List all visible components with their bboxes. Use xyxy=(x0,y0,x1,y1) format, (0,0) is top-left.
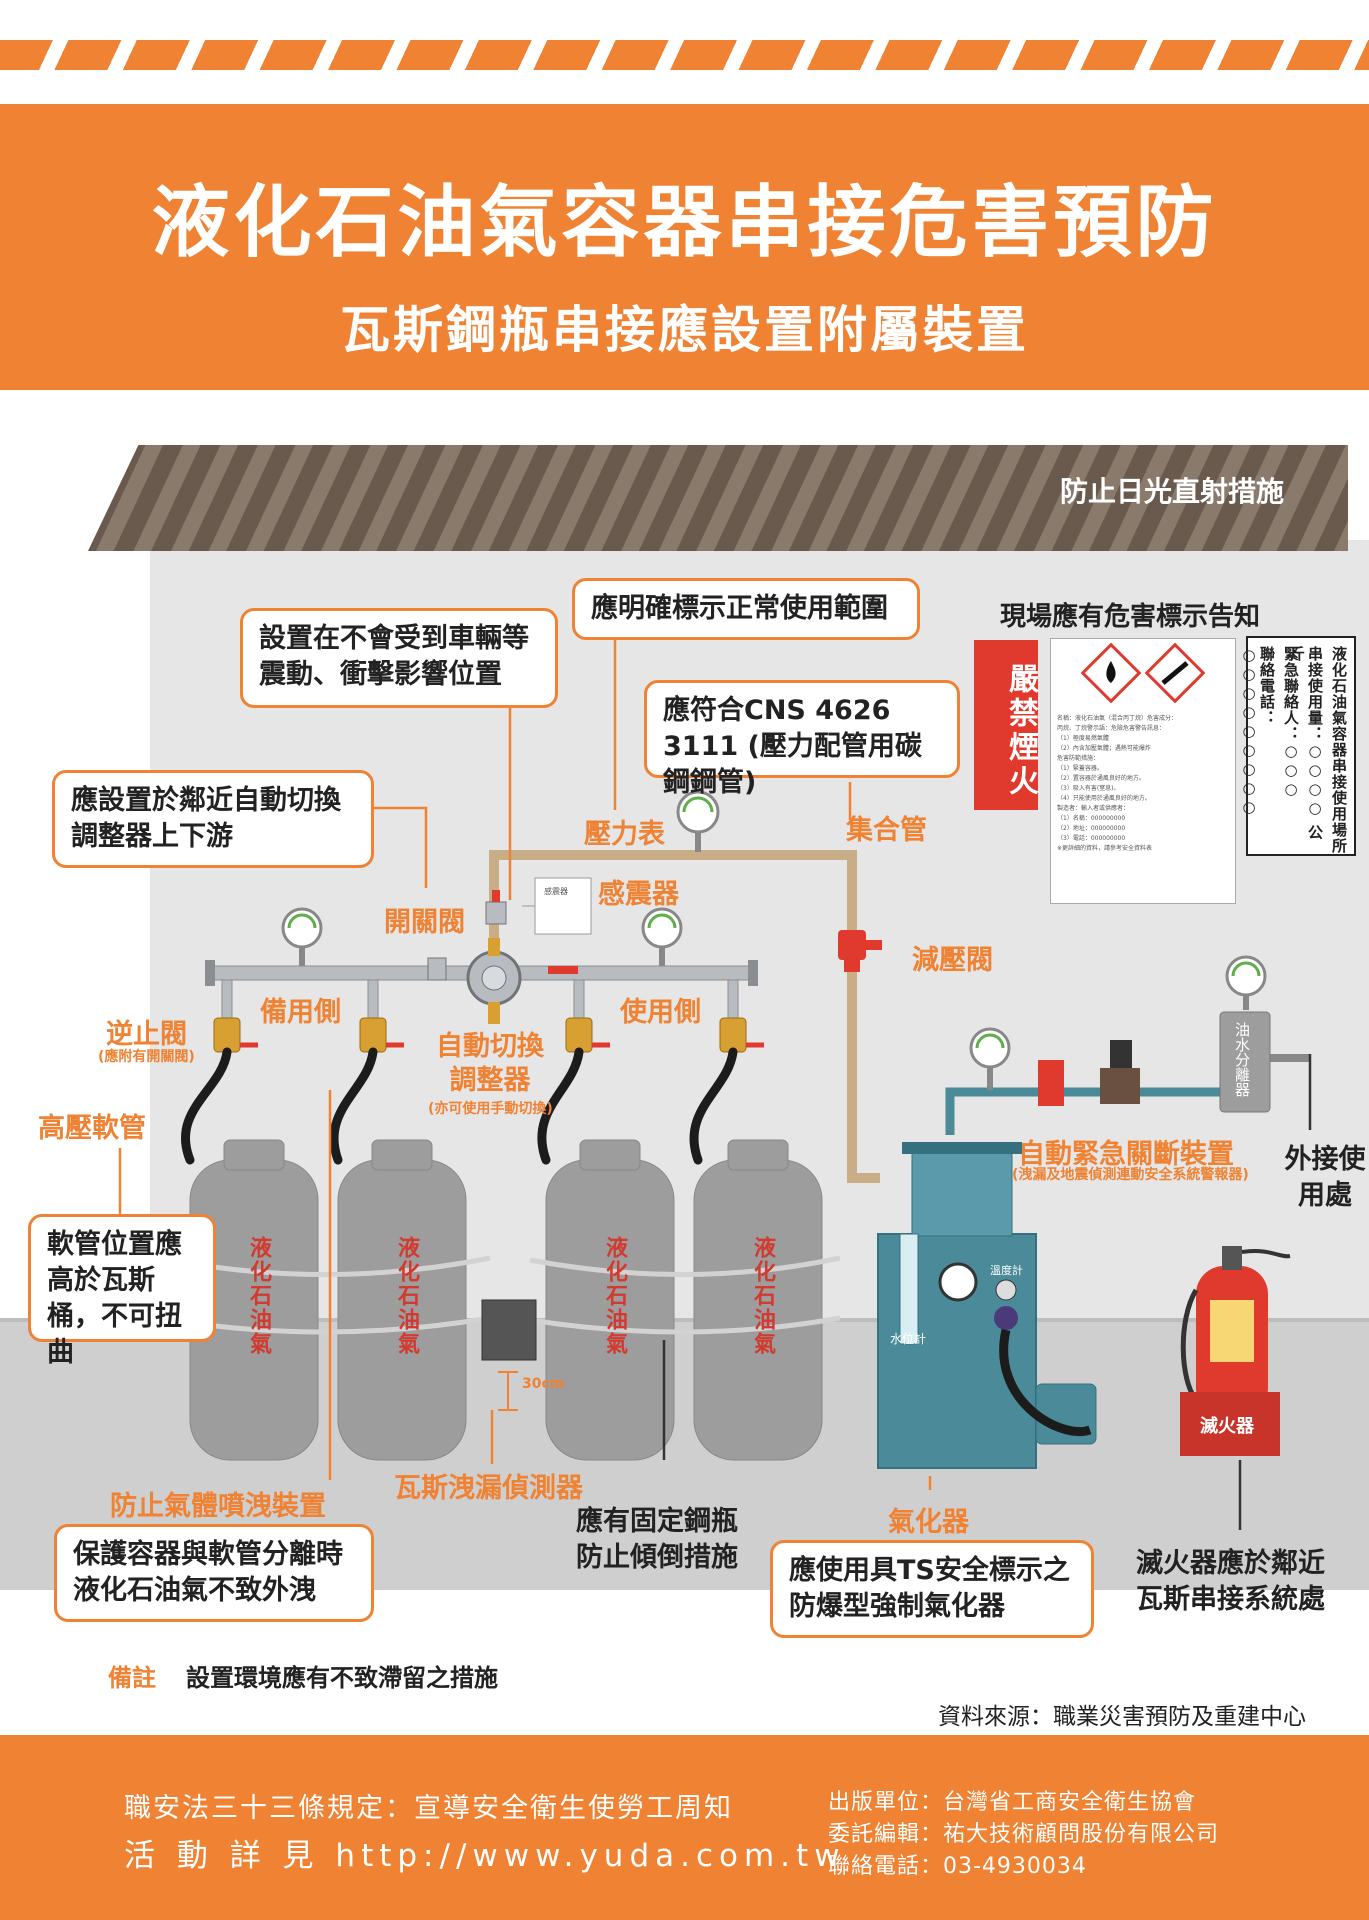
seismic-label: 感震器 xyxy=(598,879,679,910)
page-subtitle: 瓦斯鋼瓶串接應設置附屬裝置 xyxy=(340,301,1029,359)
check-valve-note: (應附有開關閥) xyxy=(98,1049,195,1065)
data-source: 資料來源：職業災害預防及重建中心 xyxy=(938,1704,1306,1730)
hazard-label-sheet: 名稱：液化石油氣（混合丙丁烷）危害成分： 丙烷、丁烷警示語：危險危害警告訊息： … xyxy=(1050,638,1236,904)
reducing-valve-label: 減壓閥 xyxy=(912,945,993,976)
auto-shutoff-label: 自動緊急關斷裝置 xyxy=(1018,1139,1234,1170)
vaporizer xyxy=(877,1142,1097,1469)
auto-shutoff-device xyxy=(1038,1040,1140,1106)
backup-side-label: 備用側 xyxy=(260,997,341,1028)
extinguisher-label: 滅火器 xyxy=(1200,1416,1254,1437)
footer-line-1: 職安法三十三條規定：宣導安全衛生使勞工周知 xyxy=(124,1793,733,1824)
outlet-pipe xyxy=(945,1087,1228,1135)
switch-valve xyxy=(485,901,507,925)
footer-bar xyxy=(0,1735,1369,1920)
placard-col-2: 串接使用量：○○○○ 公斤 xyxy=(1288,646,1324,841)
oil-water-label: 油水分離器 xyxy=(1233,1022,1251,1097)
sunshade-roof xyxy=(88,445,1348,551)
vaporizer-label: 氣化器 xyxy=(888,1507,969,1538)
cylinder-label-1: 液化石油氣 xyxy=(246,1236,271,1356)
footer-publisher: 出版單位：台灣省工商安全衛生協會 xyxy=(828,1790,1197,1815)
leak-detector xyxy=(481,1299,537,1361)
vaporizer-requirement-box: 應使用具TS安全標示之防爆型強制氣化器 xyxy=(770,1540,1094,1638)
cylinder-label-2: 液化石油氣 xyxy=(394,1236,419,1356)
footer-line-2: 活 動 詳 見 http://www.yuda.com.tw xyxy=(124,1838,846,1874)
usage-placard: 液化石油氣容器串接使用場所 串接使用量：○○○○ 公斤 緊急聯絡人：○○○ 聯絡… xyxy=(1240,636,1356,856)
switch-valve-label: 開關閥 xyxy=(384,907,465,938)
manifold-pipe xyxy=(489,850,880,1183)
placard-col-1: 液化石油氣容器串接使用場所 xyxy=(1330,646,1348,854)
roof-label: 防止日光直射措施 xyxy=(1060,475,1285,508)
manifold-label: 集合管 xyxy=(846,815,927,846)
hazard-title: 現場應有危害標示告知 xyxy=(1000,602,1261,632)
no-smoking-sign: 嚴禁煙火 xyxy=(974,640,1038,810)
top-stripes xyxy=(0,40,1369,70)
cylinder-label-3: 液化石油氣 xyxy=(602,1236,627,1356)
header-banner xyxy=(0,104,1369,390)
thermometer-label: 溫度計 xyxy=(990,1264,1023,1277)
flame-icon xyxy=(1106,661,1116,683)
protect-box: 保護容器與軟管分離時液化石油氣不致外洩 xyxy=(54,1524,374,1622)
sds-text: 名稱：液化石油氣（混合丙丁烷）危害成分： 丙烷、丁烷警示語：危險危害警告訊息： … xyxy=(1057,715,1178,852)
pressure-gauge-label: 壓力表 xyxy=(584,819,665,850)
auto-shutoff-note: (洩漏及地震偵測連動安全系統警報器) xyxy=(1012,1167,1249,1183)
note-value: 設置環境應有不致滯留之措施 xyxy=(186,1664,498,1692)
pressure-reducing-valve xyxy=(838,930,882,972)
hose-position-box: 軟管位置應高於瓦斯桶，不可扭曲 xyxy=(28,1214,216,1368)
gas-cylinders xyxy=(189,1139,823,1461)
oil-water-separator xyxy=(1219,1011,1271,1113)
usage-range-box: 應明確標示正常使用範圍 xyxy=(572,578,920,640)
extinguisher-note: 滅火器應於鄰近瓦斯串接系統處 xyxy=(1136,1548,1325,1615)
leak-detector-label: 瓦斯洩漏偵測器 xyxy=(394,1473,583,1504)
high-pressure-hose-label: 高壓軟管 xyxy=(38,1113,146,1144)
footer-editor: 委託編輯：祐大技術顧問股份有限公司 xyxy=(828,1822,1220,1847)
external-use-label: 外接使用處 xyxy=(1284,1144,1366,1211)
auto-switch-note: (亦可使用手動切換) xyxy=(428,1101,553,1117)
fire-extinguisher xyxy=(1180,1246,1291,1456)
placard-col-3: 緊急聯絡人：○○○ xyxy=(1282,646,1300,799)
distance-label: 30cm xyxy=(522,1376,565,1392)
page-title: 液化石油氣容器串接危害預防 xyxy=(151,178,1218,268)
level-gauge-label: 水位計 xyxy=(890,1332,927,1346)
use-side-label: 使用側 xyxy=(620,997,701,1028)
placard-col-4: 聯絡電話：○○○○○○○○○ xyxy=(1240,646,1276,817)
auto-switch-label: 自動切換調整器 xyxy=(436,1031,544,1096)
note-key: 備註 xyxy=(108,1664,156,1692)
anti-spray-label: 防止氣體噴洩裝置 xyxy=(110,1491,326,1522)
seismic-sensor xyxy=(534,877,592,935)
cns-box: 應符合CNS 4626 3111 (壓力配管用碳鋼鋼管) xyxy=(644,680,960,798)
seismic-box-label: 感震器 xyxy=(544,887,568,896)
check-valve-label: 逆止閥 xyxy=(106,1019,187,1050)
gas-cylinder-icon xyxy=(1161,661,1189,685)
ghs-pictograms xyxy=(1080,642,1206,704)
vibration-box: 設置在不會受到車輛等震動、衝擊影響位置 xyxy=(240,608,558,708)
near-switch-box: 應設置於鄰近自動切換調整器上下游 xyxy=(52,770,374,868)
cylinder-label-4: 液化石油氣 xyxy=(750,1236,775,1356)
floor-line xyxy=(0,1318,1369,1322)
fix-cylinder-label: 應有固定鋼瓶防止傾倒措施 xyxy=(576,1506,738,1573)
footer-phone: 聯絡電話：03-4930034 xyxy=(828,1854,1087,1879)
